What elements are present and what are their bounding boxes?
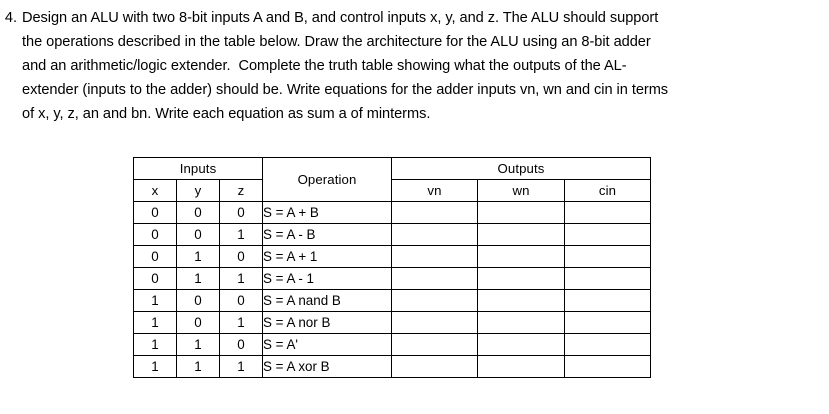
cell-operation: S = A - B [262,223,392,246]
question-line-2: the operations described in the table be… [22,34,651,51]
cell-vn[interactable] [391,311,478,334]
cell-z: 0 [219,245,263,268]
header-x: x [133,179,177,202]
cell-cin[interactable] [564,245,651,268]
table-row: 1 0 1 S = A nor B [133,311,651,334]
cell-x: 0 [133,267,177,290]
cell-cin[interactable] [564,333,651,356]
header-outputs: Outputs [391,157,651,180]
table-row: 1 1 0 S = A' [133,333,651,356]
truth-table-body: 0 0 0 S = A + B 0 0 1 S = A - B [133,201,651,378]
cell-y: 0 [176,289,220,312]
question-line-4: extender (inputs to the adder) should be… [22,82,669,99]
cell-operation: S = A' [262,333,392,356]
cell-y: 1 [176,245,220,268]
cell-wn[interactable] [477,201,565,224]
cell-x: 0 [133,223,177,246]
cell-operation: S = A xor B [262,355,392,378]
cell-wn[interactable] [477,245,565,268]
cell-cin[interactable] [564,267,651,290]
cell-y: 1 [176,333,220,356]
cell-operation: S = A nor B [262,311,392,334]
truth-table-head: Inputs Operation Outputs x y z vn wn cin [133,157,651,202]
cell-z: 0 [219,201,263,224]
question-line-3: and an arithmetic/logic extender. Comple… [22,58,627,75]
cell-vn[interactable] [391,201,478,224]
header-z: z [219,179,263,202]
cell-z: 1 [219,355,263,378]
cell-x: 0 [133,201,177,224]
cell-operation: S = A - 1 [262,267,392,290]
cell-y: 1 [176,267,220,290]
cell-x: 0 [133,245,177,268]
header-y: y [176,179,220,202]
cell-wn[interactable] [477,311,565,334]
table-row: 1 1 1 S = A xor B [133,355,651,378]
cell-operation: S = A + 1 [262,245,392,268]
table-row: 1 0 0 S = A nand B [133,289,651,312]
header-vn: vn [391,179,478,202]
cell-operation: S = A + B [262,201,392,224]
cell-cin[interactable] [564,201,651,224]
cell-vn[interactable] [391,223,478,246]
cell-z: 1 [219,267,263,290]
table-group-header-row: Inputs Operation Outputs [133,157,651,202]
question-line-1: Design an ALU with two 8-bit inputs A an… [22,10,659,26]
question-line-5: of x, y, z, an and bn. Write each equati… [22,106,431,123]
question-text: Design an ALU with two 8-bit inputs A an… [22,6,829,126]
table-row: 0 0 1 S = A - B [133,223,651,246]
cell-cin[interactable] [564,223,651,246]
cell-vn[interactable] [391,355,478,378]
cell-x: 1 [133,311,177,334]
table-row: 0 1 0 S = A + 1 [133,245,651,268]
cell-y: 1 [176,355,220,378]
cell-z: 0 [219,333,263,356]
cell-operation: S = A nand B [262,289,392,312]
cell-wn[interactable] [477,355,565,378]
cell-x: 1 [133,333,177,356]
cell-vn[interactable] [391,289,478,312]
cell-vn[interactable] [391,267,478,290]
cell-z: 0 [219,289,263,312]
cell-cin[interactable] [564,289,651,312]
question-block: 4. Design an ALU with two 8-bit inputs A… [0,6,829,126]
cell-z: 1 [219,311,263,334]
cell-x: 1 [133,289,177,312]
header-wn: wn [477,179,565,202]
cell-cin[interactable] [564,355,651,378]
header-operation: Operation [262,157,392,202]
header-cin: cin [564,179,651,202]
cell-wn[interactable] [477,289,565,312]
cell-x: 1 [133,355,177,378]
cell-y: 0 [176,223,220,246]
question-number: 4. [4,10,17,26]
header-inputs: Inputs [133,157,263,180]
cell-vn[interactable] [391,333,478,356]
table-row: 0 1 1 S = A - 1 [133,267,651,290]
truth-table: Inputs Operation Outputs x y z vn wn cin… [133,157,651,378]
table-row: 0 0 0 S = A + B [133,201,651,224]
table-sub-header-row: x y z vn wn cin [133,179,651,202]
cell-y: 0 [176,311,220,334]
cell-cin[interactable] [564,311,651,334]
cell-wn[interactable] [477,267,565,290]
cell-vn[interactable] [391,245,478,268]
cell-y: 0 [176,201,220,224]
cell-wn[interactable] [477,333,565,356]
cell-z: 1 [219,223,263,246]
cell-wn[interactable] [477,223,565,246]
truth-table-container: Inputs Operation Outputs x y z vn wn cin… [133,157,651,378]
